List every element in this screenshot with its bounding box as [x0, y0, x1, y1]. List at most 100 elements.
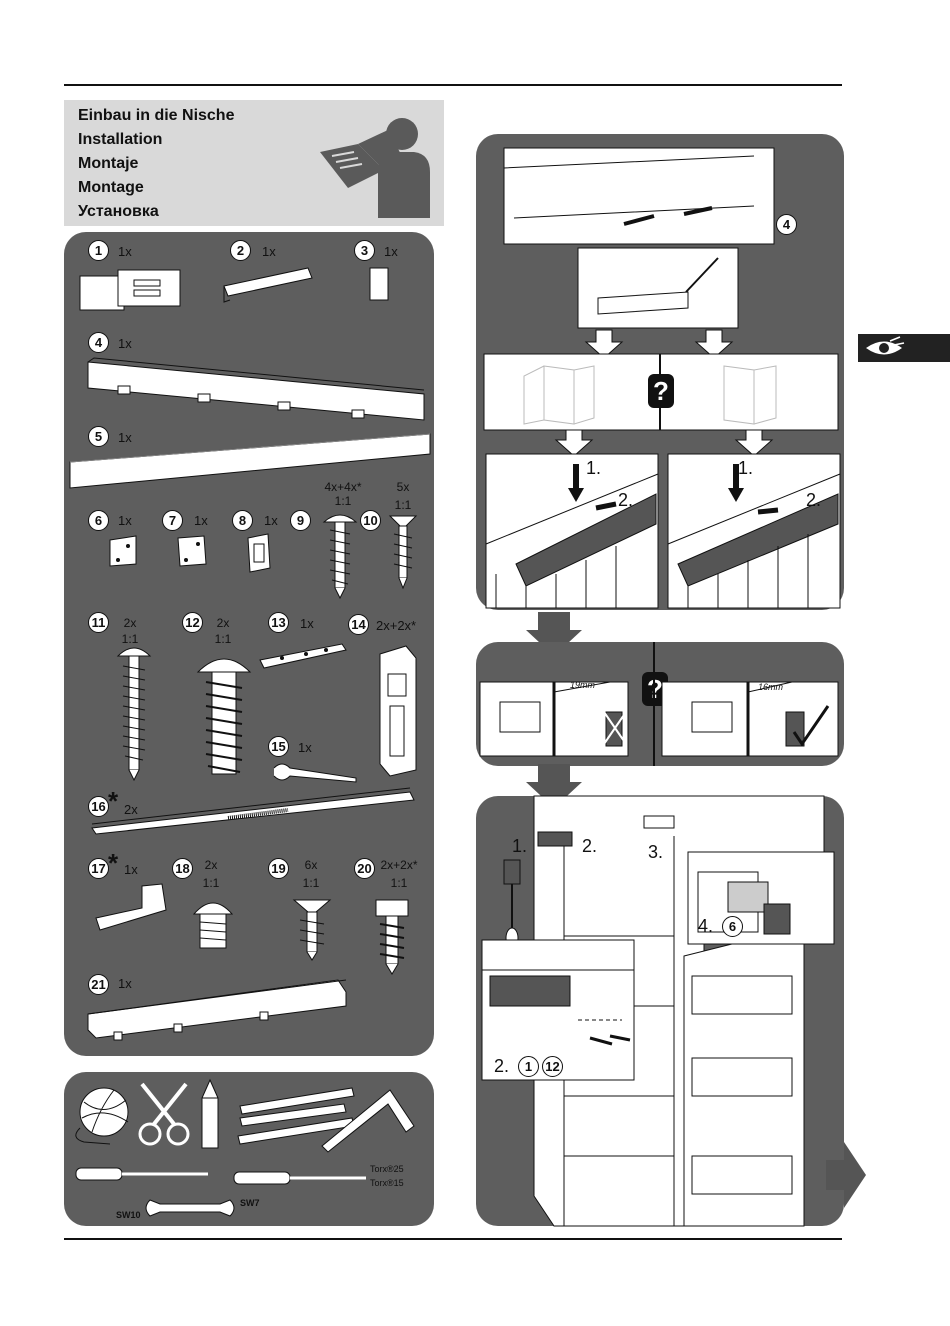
clip-detail-view: [578, 248, 738, 328]
part-number-11: 11: [88, 612, 109, 633]
part-qty-2: 1x: [262, 244, 276, 259]
part-14-hinge: [376, 644, 422, 778]
part-qty-19: 6x: [298, 858, 324, 872]
part-5-trim-strip: [68, 432, 434, 492]
part-4-cover-strip: [80, 356, 430, 428]
part-number-15: 15: [268, 736, 289, 757]
part-qty-1: 1x: [118, 244, 132, 259]
part-number-8: 8: [232, 510, 253, 531]
part-11-screw: [114, 642, 154, 782]
part-20-screw: [372, 896, 412, 976]
part-number-19: 19: [268, 858, 289, 879]
measure-right: 16mm: [758, 682, 783, 692]
part-qty-17: 1x: [124, 862, 138, 877]
part-number-14: 14: [348, 614, 369, 635]
step-b2-part-b: 12: [542, 1056, 563, 1077]
part-number-1: 1: [88, 240, 109, 261]
step-b4: 4.: [698, 916, 713, 937]
part-number-17: 17: [88, 858, 109, 879]
reading-manual-icon: [318, 108, 438, 218]
title-de: Einbau in die Nische: [78, 104, 234, 128]
part-qty-13: 1x: [300, 616, 314, 631]
part-7-plate: [176, 534, 208, 568]
spanner-size-1: SW10: [116, 1210, 141, 1220]
part-number-3: 3: [354, 240, 375, 261]
part-qty-4: 1x: [118, 336, 132, 351]
part-qty-11: 2x: [118, 616, 142, 630]
step-2-left: 2.: [618, 490, 633, 511]
eye-icon: [864, 337, 904, 359]
part-19-screw: [292, 898, 332, 962]
part-number-12: 12: [182, 612, 203, 633]
scissors-icon: [134, 1080, 194, 1150]
part-17-bracket: [92, 882, 172, 932]
part-scale-19: 1:1: [298, 876, 324, 890]
part-number-4: 4: [88, 332, 109, 353]
part-number-6: 6: [88, 510, 109, 531]
measure-left: 19mm: [570, 680, 595, 690]
flat-screwdriver-icon: [74, 1164, 214, 1184]
measure-divider: [652, 642, 656, 766]
step-1-right: 1.: [738, 458, 753, 479]
part-qty-14: 2x+2x*: [376, 618, 416, 633]
title-fr: Montage: [78, 176, 144, 200]
callout-4: 4: [776, 214, 797, 235]
set-square-icon: [318, 1086, 418, 1156]
step-b2: 2.: [582, 836, 597, 857]
language-tab: [858, 334, 950, 362]
top-rule: [64, 84, 842, 86]
bottom-rule: [64, 1238, 842, 1240]
down-arrow-right-2: [734, 430, 774, 456]
step-panel-fridge: 1. 2. 3. 4. 6 2. 1 12: [476, 796, 844, 1226]
measure-view-right: [662, 652, 838, 756]
part-number-10: 10: [360, 510, 381, 531]
question-mark: ?: [648, 374, 674, 408]
part-6-plate: [108, 534, 140, 568]
step-b2-detail: 2.: [494, 1056, 509, 1077]
step-2-right: 2.: [806, 490, 821, 511]
part-scale-9: 1:1: [314, 494, 372, 508]
parts-panel: 1 1x 2 1x 3 1x 4 1x 5 1x 6 1x 7 1x: [64, 232, 434, 1056]
down-arrow-left-2: [554, 430, 594, 456]
part-15-wrench: [270, 760, 360, 786]
torx-label-2: Torx®15: [370, 1178, 404, 1188]
part-10-screw: [388, 514, 418, 590]
part-16-rail: [88, 786, 418, 836]
part-qty-20: 2x+2x*: [368, 858, 430, 872]
part-18-bolt: [192, 896, 234, 952]
part-2-strip: [220, 264, 316, 304]
part-qty-6: 1x: [118, 513, 132, 528]
part-qty-8: 1x: [264, 513, 278, 528]
part-qty-10: 5x: [386, 480, 420, 494]
torx-label-1: Torx®25: [370, 1164, 404, 1174]
title-es: Montaje: [78, 152, 138, 176]
part-qty-18: 2x: [198, 858, 224, 872]
part-3-clip: [368, 266, 390, 302]
part-number-13: 13: [268, 612, 289, 633]
part-8-clip: [244, 532, 274, 574]
part-qty-3: 1x: [384, 244, 398, 259]
step-1-left: 1.: [586, 458, 601, 479]
tool-screwdriver: [502, 860, 522, 950]
part-star-17: *: [108, 848, 118, 879]
part-1-bracket: [78, 266, 182, 312]
part-scale-20: 1:1: [368, 876, 430, 890]
title-ru: Установка: [78, 200, 159, 224]
measure-view-left: [480, 652, 628, 756]
step-b2-part-a: 1: [518, 1056, 539, 1077]
fridge-top-view: [504, 148, 774, 258]
step-b3: 3.: [648, 842, 663, 863]
part-qty-7: 1x: [194, 513, 208, 528]
installation-detail-right: [668, 454, 840, 608]
step-panel-measure: 19mm ? 16mm: [476, 642, 844, 766]
part-13-hinge-bar: [258, 640, 348, 670]
torx-screwdriver-icon: [232, 1168, 372, 1188]
part-21-cover: [84, 978, 354, 1048]
installation-detail-left: [486, 454, 658, 608]
part-scale-12: 1:1: [210, 632, 236, 646]
tools-panel: Torx®25 Torx®15 SW10 SW7: [64, 1072, 434, 1226]
next-page-arrow: [826, 1142, 866, 1208]
title-en: Installation: [78, 128, 162, 152]
part-qty-9: 4x+4x*: [314, 480, 372, 494]
part-qty-12: 2x: [210, 616, 236, 630]
